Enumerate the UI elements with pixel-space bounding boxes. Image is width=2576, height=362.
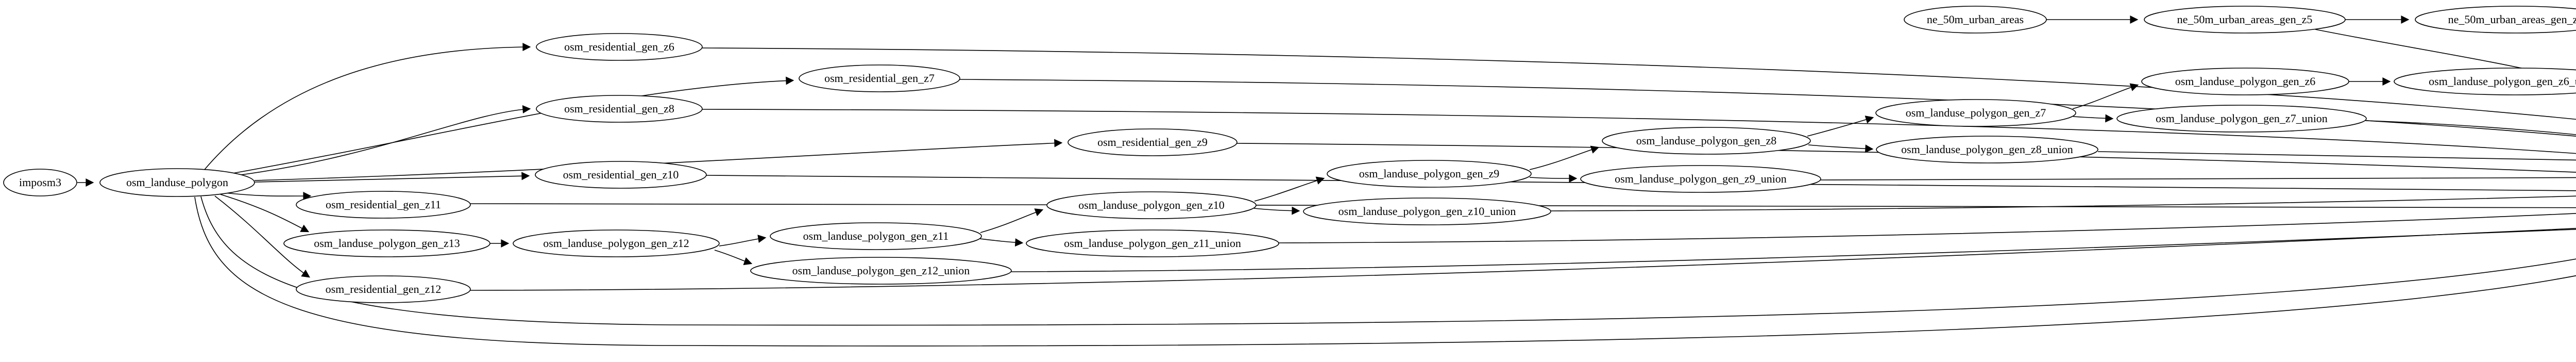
edge-gen-z11-z11-union: [979, 238, 1024, 247]
node-osm-landuse-polygon-gen-z11-union: osm_landuse_polygon_gen_z11_union: [1026, 229, 1279, 257]
node-label: osm_landuse_polygon_gen_z10_union: [1338, 205, 1516, 218]
edge-res-z8-row-z8: [702, 109, 2576, 154]
edge-gen-z10-gen-z9: [1254, 176, 1325, 202]
node-label: osm_landuse_polygon_gen_z6_union: [2429, 75, 2576, 88]
node-label: osm_residential_gen_z11: [326, 198, 441, 211]
edge-gen-z7-z7-union: [2073, 114, 2114, 123]
node-osm-landuse-polygon-gen-z6-union: osm_landuse_polygon_gen_z6_union: [2394, 68, 2576, 95]
node-label: ne_50m_urban_areas_gen_z4: [2448, 13, 2576, 26]
node-osm-residential-gen-z11: osm_residential_gen_z11: [296, 191, 471, 219]
edge-res-z6-row-z6: [702, 47, 2576, 120]
node-osm-landuse-polygon-gen-z11: osm_landuse_polygon_gen_z11: [770, 222, 982, 250]
node-label: osm_landuse_polygon_gen_z8_union: [1901, 143, 2073, 156]
node-osm-landuse-polygon-gen-z10: osm_landuse_polygon_gen_z10: [1046, 191, 1257, 219]
node-label: osm_landuse_polygon_gen_z7_union: [2156, 112, 2328, 125]
node-label: osm_landuse_polygon: [126, 176, 228, 189]
edge-z8-union-row-z8: [2097, 151, 2576, 161]
node-osm-landuse-polygon-gen-z10-union: osm_landuse_polygon_gen_z10_union: [1303, 198, 1551, 225]
node-osm-residential-gen-z9: osm_residential_gen_z9: [1067, 128, 1238, 156]
node-osm-landuse-polygon-gen-z9-union: osm_landuse_polygon_gen_z9_union: [1580, 165, 1821, 193]
node-label: ne_50m_urban_areas_gen_z5: [2177, 13, 2313, 26]
edge-res-z7-row-z7: [959, 79, 2576, 137]
node-label: osm_residential_gen_z6: [564, 40, 674, 53]
node-label: ne_50m_urban_areas: [1927, 13, 2024, 26]
node-label: osm_landuse_polygon_gen_z11_union: [1064, 237, 1241, 250]
edge-polygon-row-z14: [194, 196, 2576, 347]
node-label: osm_landuse_polygon_gen_z7: [1906, 106, 2046, 119]
edge-polygon-row-z13: [200, 196, 2576, 326]
edge-gen-z5-row-z5: [2315, 29, 2576, 81]
node-osm-landuse-polygon-gen-z8: osm_landuse_polygon_gen_z8: [1602, 127, 1811, 155]
edge-polygon-res-z11: [224, 192, 312, 201]
edge-polygon-res-z8: [241, 105, 531, 175]
node-imposm3: imposm3: [3, 169, 77, 196]
node-label: osm_landuse_polygon_gen_z12: [543, 237, 689, 250]
edge-polygon-res-z7: [232, 76, 794, 174]
node-label: osm_landuse_polygon_gen_z6: [2175, 75, 2316, 88]
edge-gen-z8-gen-z7: [1807, 116, 1874, 137]
node-osm-landuse-polygon-gen-z7: osm_landuse_polygon_gen_z7: [1875, 99, 2076, 127]
node-ne-50m-urban-areas-gen-z4: ne_50m_urban_areas_gen_z4: [2415, 6, 2576, 34]
node-osm-landuse-polygon-gen-z12-union: osm_landuse_polygon_gen_z12_union: [750, 257, 1012, 285]
node-osm-landuse-polygon-gen-z9: osm_landuse_polygon_gen_z9: [1327, 160, 1532, 188]
node-label: osm_residential_gen_z8: [564, 102, 674, 115]
node-label: imposm3: [19, 176, 61, 189]
node-osm-residential-gen-z8: osm_residential_gen_z8: [536, 95, 703, 123]
edge-gen-z12-gen-z11: [719, 235, 767, 246]
edge-z9-union-row-z9: [1820, 177, 2576, 181]
node-label: osm_landuse_polygon_gen_z13: [314, 237, 460, 250]
edge-gen-z11-gen-z10: [980, 208, 1044, 233]
node-label: osm_landuse_polygon_gen_z10: [1078, 199, 1225, 211]
edge-polygon-res-z12: [214, 195, 310, 278]
node-label: osm_landuse_polygon_gen_z9: [1359, 167, 1500, 180]
node-label: osm_landuse_polygon_gen_z11: [803, 229, 949, 242]
edge-polygon-res-z9: [254, 139, 1063, 181]
node-osm-landuse-polygon-gen-z7-union: osm_landuse_polygon_gen_z7_union: [2116, 105, 2367, 133]
node-osm-landuse-polygon-gen-z8-union: osm_landuse_polygon_gen_z8_union: [1876, 136, 2098, 163]
node-label: osm_residential_gen_z9: [1097, 136, 1208, 149]
node-osm-residential-gen-z12: osm_residential_gen_z12: [296, 275, 471, 303]
node-osm-residential-gen-z7: osm_residential_gen_z7: [799, 64, 960, 92]
edges: [77, 15, 2576, 347]
node-label: osm_residential_gen_z12: [326, 283, 442, 295]
node-osm-residential-gen-z10: osm_residential_gen_z10: [535, 161, 707, 189]
node-ne-50m-urban-areas: ne_50m_urban_areas: [1904, 6, 2047, 34]
edge-polygon-gen-z13: [220, 194, 310, 233]
node-osm-landuse-polygon-gen-z13: osm_landuse_polygon_gen_z13: [283, 229, 490, 257]
node-label: osm_landuse_polygon_gen_z9_union: [1615, 172, 1787, 185]
edge-gen-z7-gen-z6: [2072, 83, 2139, 109]
edge-polygon-res-z10: [254, 172, 530, 183]
node-label: osm_landuse_polygon_gen_z8: [1636, 134, 1777, 147]
node-osm-landuse-polygon-gen-z6: osm_landuse_polygon_gen_z6: [2141, 68, 2349, 95]
node-label: osm_residential_gen_z7: [824, 72, 935, 85]
edge-gen-z9-gen-z8: [1529, 145, 1600, 170]
edge-gen-z8-z8-union: [1808, 144, 1874, 153]
edge-polygon-res-z6: [204, 43, 531, 171]
node-label: osm_landuse_polygon_gen_z12_union: [792, 264, 970, 277]
edge-gen-z12-z12-union: [714, 250, 753, 266]
edge-z10-union-row-z10: [1550, 195, 2576, 211]
node-label: osm_residential_gen_z10: [563, 168, 679, 181]
node-ne-50m-urban-areas-gen-z5: ne_50m_urban_areas_gen_z5: [2144, 6, 2346, 34]
node-osm-landuse-polygon: osm_landuse_polygon: [99, 168, 255, 197]
edge-z7-union-row-z7: [2366, 120, 2576, 135]
edge-gen-z10-z10-union: [1253, 206, 1300, 215]
edge-gen-z9-z9-union: [1529, 174, 1578, 183]
edge-z12-union-row-z12: [1011, 228, 2576, 272]
node-osm-landuse-polygon-gen-z12: osm_landuse_polygon_gen_z12: [513, 229, 720, 257]
edge-z11-union-row-z11: [1278, 213, 2576, 243]
node-osm-residential-gen-z6: osm_residential_gen_z6: [536, 33, 703, 61]
